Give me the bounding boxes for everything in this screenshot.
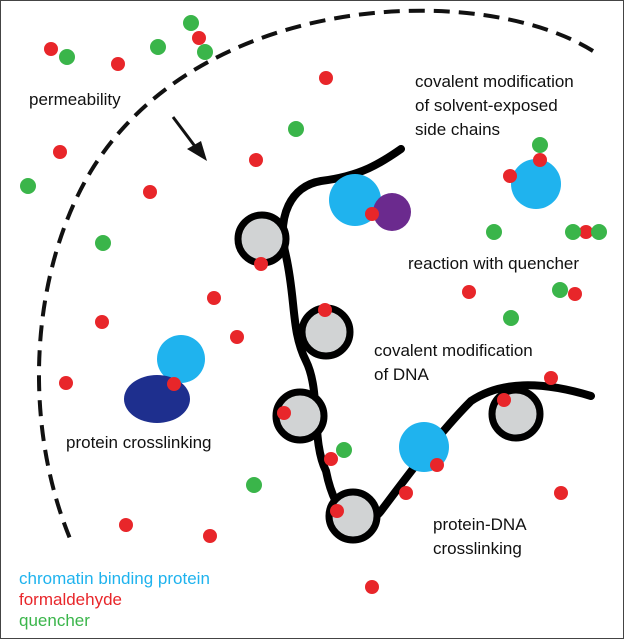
label-protein-dna-line2: crosslinking — [433, 539, 522, 558]
purple-protein — [373, 193, 411, 231]
legend-formaldehyde: formaldehyde — [19, 590, 123, 609]
label-dna-modification-line1: covalent modification — [374, 341, 533, 360]
label-side-chain-line1: covalent modification — [415, 72, 574, 91]
label-side-chain-line3: side chains — [415, 120, 501, 139]
label-protein-dna-line1: protein-DNA — [433, 515, 527, 534]
cell-membrane — [37, 8, 595, 542]
permeability-arrow — [171, 116, 207, 161]
formaldehyde-molecules — [44, 31, 593, 594]
label-dna-modification-line2: of DNA — [374, 365, 429, 384]
nucleosome — [272, 388, 328, 444]
label-permeability: permeability — [29, 90, 121, 109]
label-quencher-reaction: reaction with quencher — [408, 254, 580, 273]
legend-quencher: quencher — [19, 611, 90, 630]
legend-chromatin-binding-protein: chromatin binding protein — [19, 569, 210, 588]
label-protein-crosslinking: protein crosslinking — [66, 433, 212, 452]
chromatin-protein — [157, 335, 205, 383]
nucleosome — [234, 211, 290, 267]
quencher-molecules — [20, 15, 607, 493]
nucleosome — [325, 488, 381, 544]
label-side-chain-line2: of solvent-exposed — [415, 96, 558, 115]
chromatin-protein — [511, 159, 561, 209]
